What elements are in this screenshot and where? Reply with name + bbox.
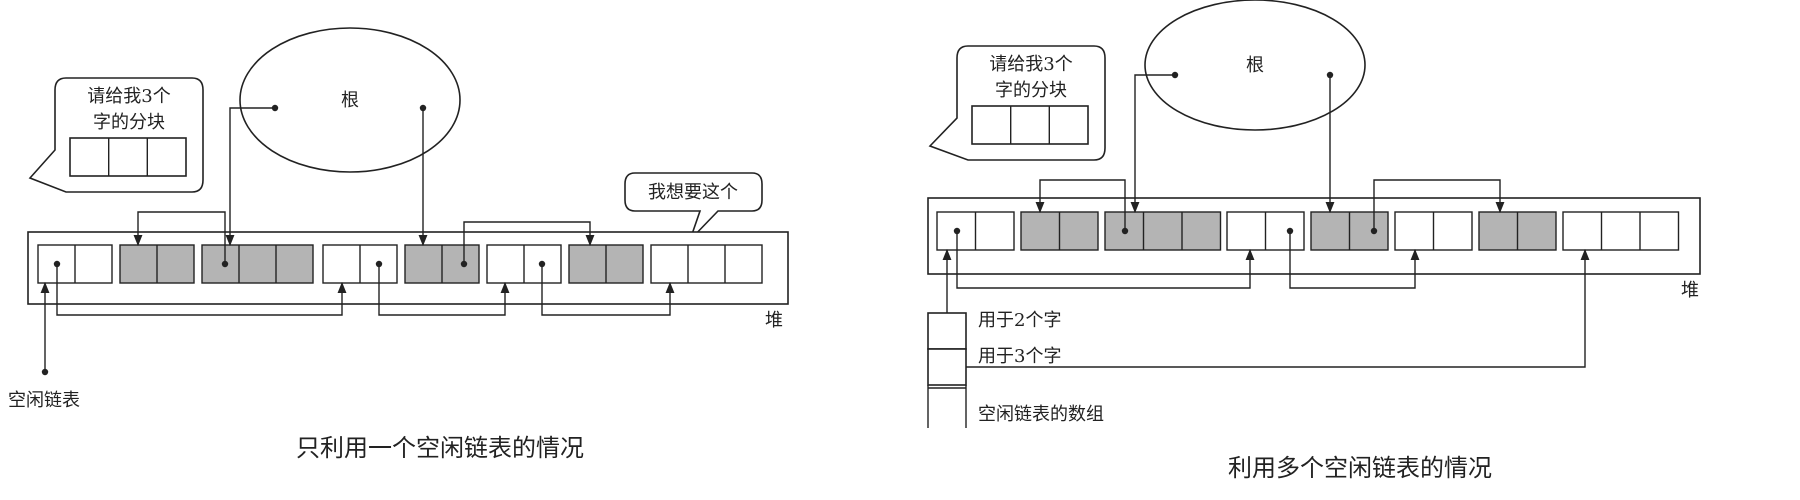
right-2word-next-1 (956, 231, 1255, 289)
left-root-pointer-1 (225, 107, 275, 247)
left-heap-block (37, 244, 113, 284)
left-want-bubble: 我想要这个 (624, 172, 763, 241)
left-pointer-a-dot (221, 260, 229, 268)
left-caption: 只利用一个空闲链表的情况 (296, 434, 584, 462)
right-pointer-lines (942, 71, 1590, 371)
left-free-list-head-dot (41, 368, 49, 376)
left-heap-block (322, 244, 398, 284)
left-root: 根 (239, 27, 461, 173)
left-request-block (69, 137, 187, 177)
array-label-2-words: 用于2个字 (978, 310, 1061, 331)
right-2word-next-1-dot (953, 227, 961, 235)
right-pointer-b-dot (1370, 227, 1378, 235)
left-pointer-lines (40, 104, 675, 376)
right-request-line2: 字的分块 (995, 80, 1067, 101)
left-pointer-a (133, 211, 226, 264)
right-array-3word-head (947, 248, 1590, 368)
right-pointer-a-dot (1121, 227, 1129, 235)
right-heap-label: 堆 (1681, 280, 1699, 301)
left-free-next-1 (56, 264, 347, 316)
left-pointer-b (463, 221, 595, 264)
array-label-3-words: 用于3个字 (978, 346, 1061, 367)
right-pointer-a (1035, 179, 1126, 231)
left-free-next-2 (378, 264, 510, 316)
left-free-next-3 (541, 264, 675, 316)
left-heap-blocks (37, 244, 763, 284)
left-request-bubble: 请给我3个 字的分块 (28, 77, 204, 193)
left-request-line2: 字的分块 (93, 112, 165, 133)
left-heap-block (404, 244, 480, 284)
right-heap-block (1394, 211, 1473, 251)
right-heap-block (1020, 211, 1099, 251)
left-heap-block (201, 244, 314, 284)
left-root-pointer-2-dot (419, 104, 427, 112)
left-free-next-3-dot (538, 260, 546, 268)
left-heap-label: 堆 (765, 310, 783, 331)
left-heap-block (568, 244, 644, 284)
left-heap-block (119, 244, 195, 284)
left-pointer-b-dot (460, 260, 468, 268)
left-want-label: 我想要这个 (648, 182, 738, 203)
left-root-pointer-1-dot (271, 104, 279, 112)
right-2word-next-2 (1289, 231, 1420, 289)
left-heap-block (650, 244, 763, 284)
right-2word-next-2-dot (1286, 227, 1294, 235)
right-panel: 请给我3个 字的分块 根 堆 用于2个字 用于3个字 空闲链 (927, 0, 1701, 482)
right-root-pointer-2-dot (1326, 71, 1334, 79)
right-request-block (971, 105, 1089, 145)
right-root-label: 根 (1246, 55, 1264, 76)
right-heap-block (936, 211, 1015, 251)
left-free-next-1-dot (53, 260, 61, 268)
right-pointer-b (1373, 179, 1505, 231)
right-caption: 利用多个空闲链表的情况 (1228, 454, 1492, 482)
right-heap-block (1562, 211, 1680, 251)
left-request-line1: 请给我3个 (87, 86, 170, 107)
left-panel: 请给我3个 字的分块 根 我想要这个 堆 空闲链表 只利用一个空闲链表的情况 (8, 27, 789, 462)
right-root: 根 (1144, 0, 1366, 131)
left-free-list-label: 空闲链表 (8, 390, 80, 411)
left-free-next-2-dot (375, 260, 383, 268)
right-root-pointer-1 (1130, 74, 1175, 214)
right-root-pointer-1-dot (1171, 71, 1179, 79)
left-heap-block (486, 244, 562, 284)
free-list-array (927, 312, 967, 428)
right-request-bubble: 请给我3个 字的分块 (928, 45, 1106, 161)
left-root-label: 根 (341, 90, 359, 111)
right-request-line1: 请给我3个 (989, 54, 1072, 75)
right-heap-block (1478, 211, 1557, 251)
array-label-free-list-array: 空闲链表的数组 (978, 404, 1104, 425)
